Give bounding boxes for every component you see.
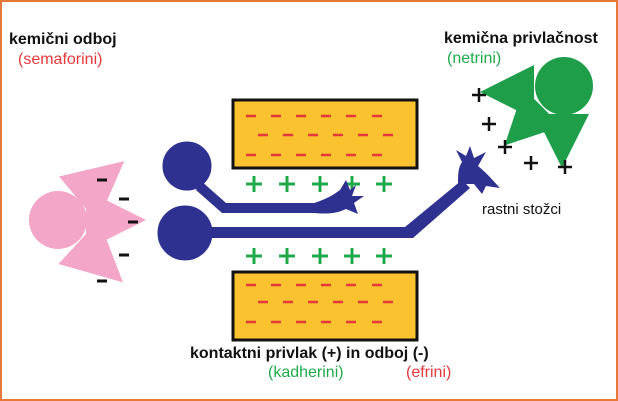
attraction-subtitle: (netrini) xyxy=(447,50,502,67)
bottom-cell-block xyxy=(231,270,419,342)
upper-neuron xyxy=(162,141,364,214)
repellent-source xyxy=(29,191,87,249)
contact-subtitle-plus: (kadherini) xyxy=(268,364,344,381)
repellent-arrows xyxy=(58,161,146,283)
lower-plus-row xyxy=(246,248,392,264)
lower-neuron xyxy=(157,146,500,261)
attractant-arrows xyxy=(480,65,589,168)
top-block-minus-signs xyxy=(246,114,393,157)
attraction-title: kemična privlačnost xyxy=(444,30,598,47)
upper-plus-row xyxy=(246,176,392,192)
repellent-minus-signs xyxy=(97,178,138,283)
contact-subtitle-minus: (efrini) xyxy=(406,364,452,381)
repulsion-title: kemični odboj xyxy=(9,31,117,48)
attractant-plus-signs xyxy=(472,88,572,174)
attractant-source xyxy=(535,57,593,115)
growth-cones-label: rastni stožci xyxy=(482,201,562,218)
contact-title: kontaktni privlak (+) in odboj (-) xyxy=(190,345,429,362)
repulsion-subtitle: (semaforini) xyxy=(18,51,103,68)
bottom-block-minus-signs xyxy=(246,283,393,324)
